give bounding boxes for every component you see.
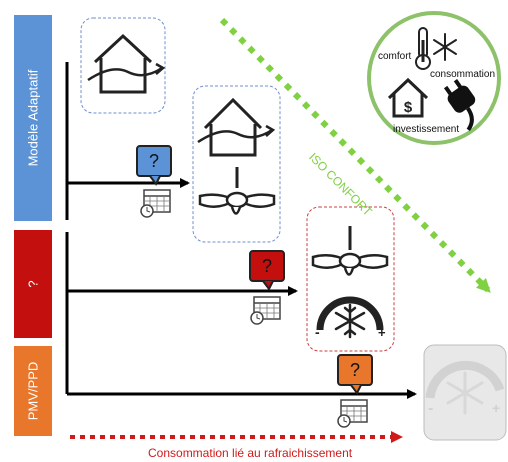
ceiling-fan-icon (198, 167, 276, 215)
row-band-adaptive: Modèle Adaptatif (14, 15, 52, 221)
svg-text:+: + (378, 325, 386, 340)
question-mark-1: ? (149, 151, 159, 171)
svg-text:$: $ (404, 99, 413, 116)
row-band-unknown: ? (14, 230, 52, 338)
row-label-pmv: PMV/PPD (25, 361, 41, 421)
question-mark-2: ? (262, 256, 272, 276)
question-mark-3: ? (350, 360, 360, 380)
svg-text:+: + (492, 400, 500, 416)
iso-confort-arrow (219, 17, 491, 293)
cooling-gauge-box-gray: - + (423, 344, 507, 441)
speech-question-icon: ? (136, 145, 172, 186)
calendar-clock-icon (140, 189, 171, 218)
calendar-clock-icon (337, 399, 368, 428)
svg-text:-: - (315, 324, 320, 340)
tradeoff-investment-label: investissement (393, 124, 460, 135)
cooling-gauge-icon: - + (425, 360, 505, 417)
fan-cooling-box: - + (306, 206, 395, 352)
thermometer-snowflake-icon (415, 27, 457, 70)
house-fan-box (192, 85, 281, 243)
speech-question-icon: ? (337, 354, 373, 395)
row-label-adaptive: Modèle Adaptatif (25, 69, 41, 167)
tradeoff-circle: $ (367, 11, 501, 145)
cooling-gauge-icon: - + (315, 296, 386, 340)
row-label-unknown: ? (25, 280, 41, 288)
house-airflow-icon (87, 33, 166, 94)
speech-question-icon: ? (249, 250, 285, 291)
row-band-pmv: PMV/PPD (14, 346, 52, 436)
tradeoff-consumption-label: consommation (430, 69, 496, 80)
house-dollar-icon: $ (387, 77, 429, 118)
consumption-label: Consommation lié au rafraichissement (148, 446, 353, 460)
tradeoff-comfort-label: comfort (378, 51, 412, 62)
plug-icon (443, 79, 476, 132)
house-box-1 (80, 17, 166, 114)
house-airflow-icon (197, 97, 276, 157)
svg-text:-: - (428, 400, 433, 417)
ceiling-fan-icon (311, 226, 389, 276)
calendar-clock-icon (250, 296, 281, 325)
